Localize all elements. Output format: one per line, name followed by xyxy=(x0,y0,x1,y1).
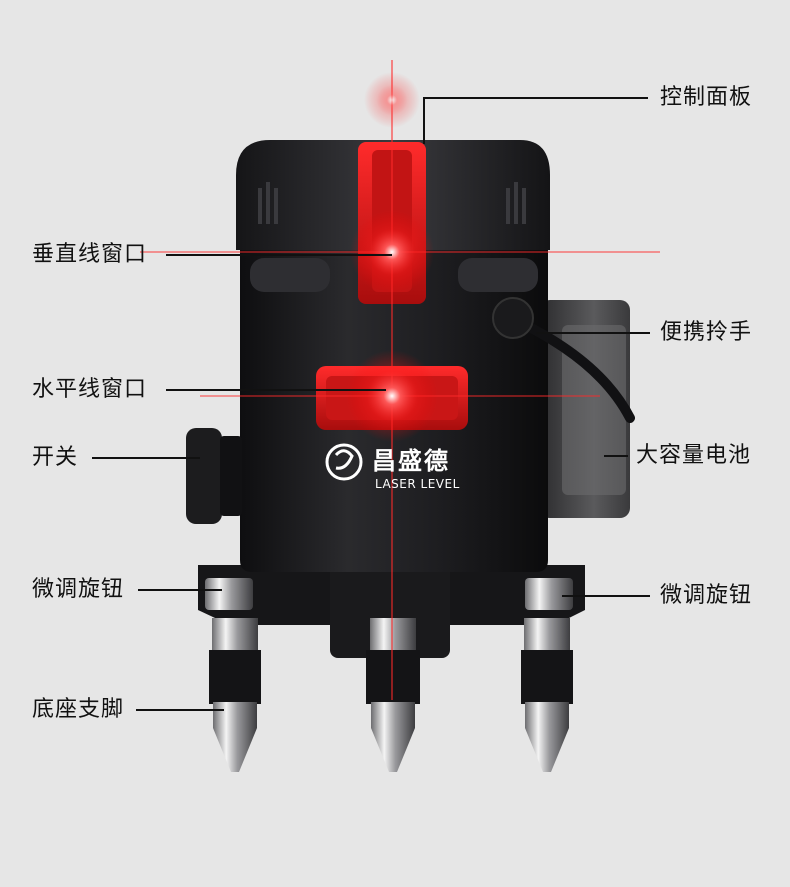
slot-right xyxy=(458,258,538,292)
carry-handle xyxy=(492,297,635,423)
callout-lines xyxy=(92,97,650,711)
horizontal-laser-glow xyxy=(346,350,438,442)
brand-name: 昌盛德 xyxy=(372,447,450,475)
power-switch xyxy=(186,428,242,524)
fine-adjust-knob-left-shape xyxy=(205,578,253,610)
battery-pack xyxy=(540,300,630,518)
label-horizontal-window: 水平线窗口 xyxy=(32,377,148,402)
label-legs: 底座支脚 xyxy=(32,697,125,722)
label-knob-right: 微调旋钮 xyxy=(660,583,753,608)
battery-face xyxy=(562,325,626,495)
label-vertical-window: 垂直线窗口 xyxy=(32,242,148,267)
label-switch: 开关 xyxy=(32,445,79,470)
base-center-block xyxy=(330,548,450,658)
fine-adjust-knob-right-shape xyxy=(525,578,573,610)
callout-control-panel xyxy=(423,97,648,144)
slot-left xyxy=(250,258,330,292)
label-handle: 便携拎手 xyxy=(660,320,753,345)
laser-effects xyxy=(140,60,660,700)
label-battery: 大容量电池 xyxy=(636,443,752,468)
brand-tagline: LASER LEVEL xyxy=(375,477,460,491)
label-knob-left: 微调旋钮 xyxy=(32,577,125,602)
leg-left xyxy=(209,618,261,772)
support-legs xyxy=(209,618,573,772)
label-control-panel: 控制面板 xyxy=(660,85,753,110)
vertical-laser-glow xyxy=(350,210,434,294)
leg-center xyxy=(366,618,420,772)
swirl-logo-icon xyxy=(325,443,363,481)
side-vents xyxy=(258,182,526,224)
top-laser-glow xyxy=(364,72,420,128)
leg-right xyxy=(521,618,573,772)
